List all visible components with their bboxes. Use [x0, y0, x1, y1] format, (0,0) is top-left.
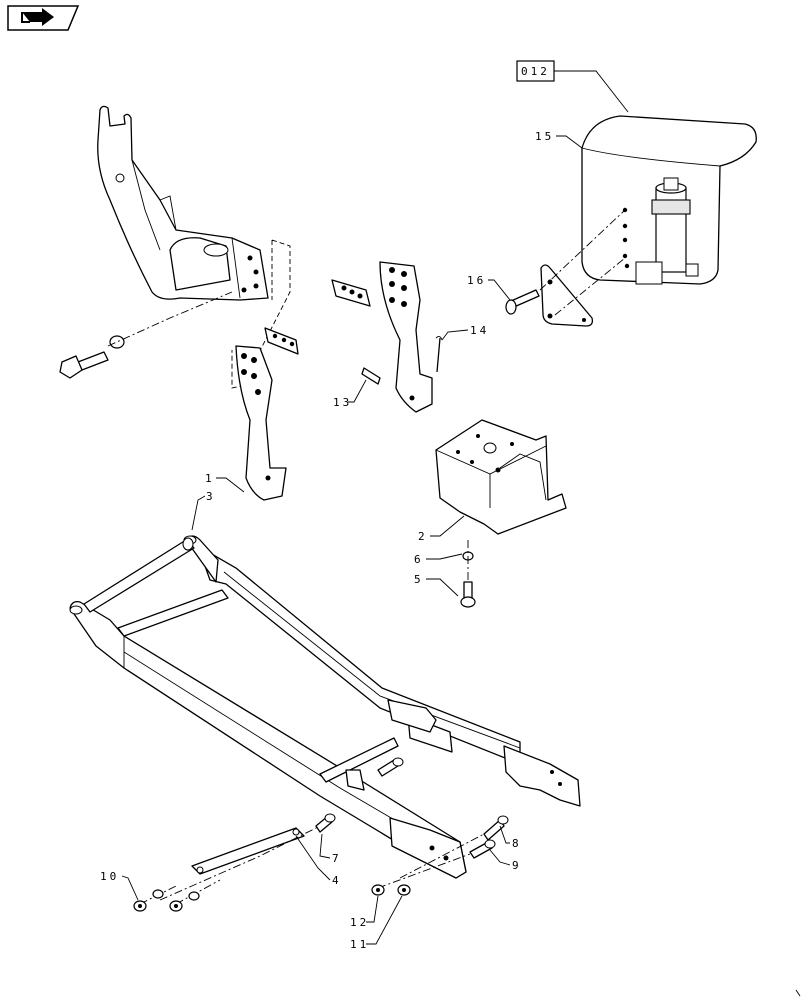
- reservoir-cover: [581, 115, 757, 285]
- callout-labels: 1 2 3 4 5 6 7 8 9 10 11 12 13 14 15 16: [100, 130, 554, 951]
- callout-5: 5: [414, 573, 424, 586]
- support-arm-right: [379, 261, 433, 413]
- callout-8: 8: [512, 837, 522, 850]
- small-bolt: [361, 367, 381, 385]
- nut-left: [169, 900, 183, 912]
- reference-tag[interactable]: 012: [516, 60, 629, 113]
- flat-washer: [109, 335, 125, 349]
- callout-15: 15: [535, 130, 554, 143]
- main-frame: [69, 535, 581, 879]
- callout-leaders: [121, 135, 583, 945]
- callout-13: 13: [333, 396, 352, 409]
- forward-arrow-icon[interactable]: [7, 5, 80, 31]
- callout-2: 2: [418, 530, 428, 543]
- callout-16: 16: [467, 274, 486, 287]
- nut-10: [133, 900, 147, 912]
- shim-plate-right: [331, 279, 371, 307]
- bolt-8: [483, 815, 509, 841]
- mounting-screw: [505, 289, 540, 315]
- callout-14: 14: [470, 324, 489, 337]
- washer-left: [152, 889, 164, 899]
- callout-4: 4: [332, 874, 342, 887]
- support-arm-left: [235, 345, 287, 501]
- frame-bolt: [377, 757, 404, 777]
- corner-mark: [795, 989, 801, 997]
- callout-6: 6: [414, 553, 424, 566]
- callout-12: 12: [350, 916, 369, 929]
- bolt-9: [469, 839, 496, 859]
- reference-tag-label: 012: [521, 65, 550, 78]
- strap-bar: [191, 827, 305, 875]
- step-assembly: [435, 419, 567, 535]
- callout-7: 7: [332, 852, 342, 865]
- callout-3: 3: [206, 490, 216, 503]
- bolt-5: [460, 581, 476, 608]
- hex-bolt: [59, 351, 109, 379]
- shim-plate-left: [264, 327, 299, 355]
- triangle-bracket: [540, 264, 594, 327]
- mounting-bracket: [97, 105, 269, 301]
- nut-11: [397, 884, 411, 896]
- callout-1: 1: [205, 472, 215, 485]
- cotter-pin: [436, 337, 441, 373]
- nut-12: [371, 884, 385, 896]
- callout-10: 10: [100, 870, 119, 883]
- washer-right: [188, 891, 200, 901]
- bolt-7: [315, 813, 336, 833]
- callout-9: 9: [512, 859, 522, 872]
- callout-11: 11: [350, 938, 369, 951]
